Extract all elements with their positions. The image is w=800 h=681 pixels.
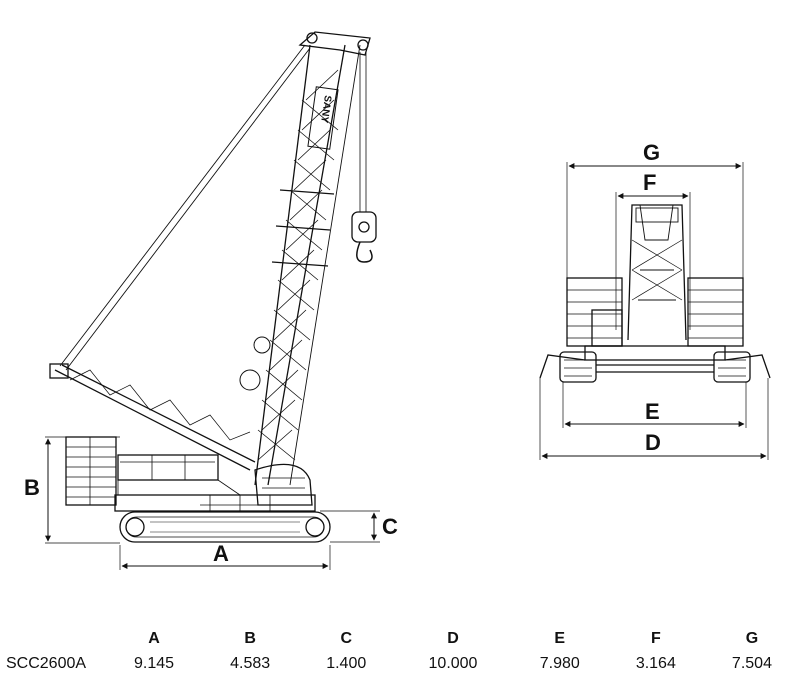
crane-dimension-drawing: SANY A B C [24, 31, 771, 570]
spec-table: A B C D E F G SCC2600A 9.145 4.583 1.400… [0, 626, 800, 676]
front-boom [627, 204, 687, 341]
crawler-track [119, 511, 331, 543]
front-track-left [559, 351, 597, 383]
counterweight [65, 436, 117, 506]
dimension-a [119, 545, 331, 570]
front-platform [584, 345, 726, 361]
front-cab [591, 309, 623, 347]
spec-header-c: C [340, 629, 353, 647]
front-track-frame [539, 354, 771, 379]
spec-header-a: A [148, 629, 160, 647]
spec-value-d: 10.000 [428, 654, 478, 672]
spec-header-e: E [554, 629, 566, 647]
dimension-f [615, 192, 691, 330]
spec-model-name: SCC2600A [6, 654, 87, 672]
spec-header-g: G [745, 629, 759, 647]
spec-value-a: 9.145 [134, 654, 175, 672]
spec-header-f: F [650, 629, 661, 647]
spec-value-e: 7.980 [539, 654, 580, 672]
dimension-label-g: G [643, 140, 660, 165]
spec-value-c: 1.400 [326, 654, 367, 672]
dimension-c [320, 510, 380, 543]
dimension-label-b: B [24, 475, 40, 500]
dimension-label-c: C [382, 514, 398, 539]
spec-table-header-row: A B C D E F G [0, 626, 800, 651]
front-track-right [713, 351, 751, 383]
table-row: SCC2600A 9.145 4.583 1.400 10.000 7.980 … [0, 651, 800, 676]
spec-header-d: D [447, 629, 459, 647]
front-counterweight-right [687, 277, 744, 347]
main-boom [254, 31, 371, 486]
dimension-e [562, 382, 747, 428]
dimension-label-e: E [645, 399, 660, 424]
spec-value-f: 3.164 [635, 654, 676, 672]
mast [49, 363, 256, 471]
spec-header-b: B [244, 629, 256, 647]
boom-logo-text: SANY [318, 95, 333, 124]
dimension-d [539, 378, 769, 460]
crane-front-view [539, 204, 771, 383]
spec-table-model-header [0, 626, 106, 651]
dimension-label-a: A [213, 541, 229, 566]
hook-block [351, 52, 377, 263]
dimension-g [566, 162, 744, 278]
dimension-label-d: D [645, 430, 661, 455]
crane-side-view [49, 31, 377, 543]
front-counterweight-left [566, 277, 623, 347]
upper-works [114, 454, 316, 512]
pendant-line [59, 44, 311, 371]
spec-value-b: 4.583 [230, 654, 271, 672]
spec-value-g: 7.504 [731, 654, 772, 672]
dimension-b [45, 436, 120, 544]
dimension-label-f: F [643, 170, 656, 195]
